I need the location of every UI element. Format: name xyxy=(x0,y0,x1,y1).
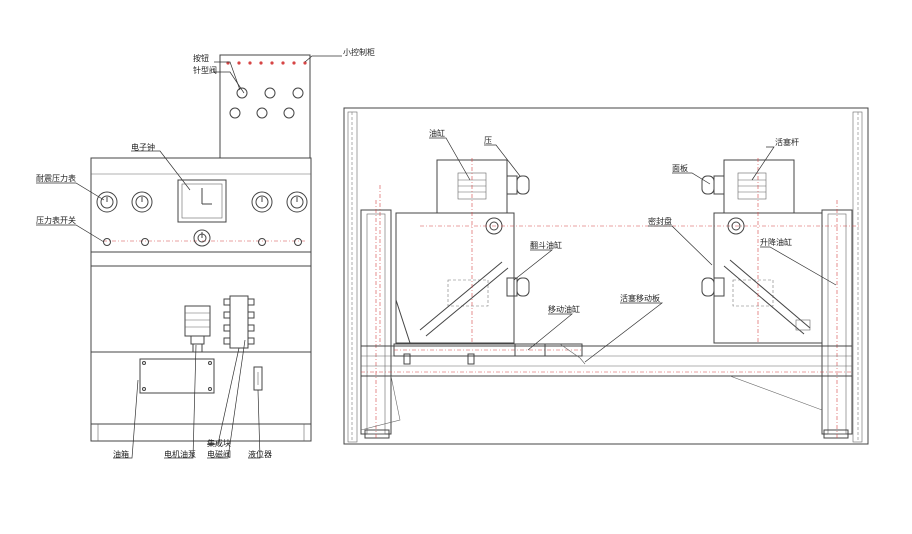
label-seal-disc: 密封盘 xyxy=(648,216,672,226)
button-indicator[interactable] xyxy=(237,61,241,65)
gauge-switches xyxy=(103,229,302,247)
label-motor-pump: 电机油泵 xyxy=(164,449,196,459)
level-gauge-device xyxy=(253,366,263,391)
electronic-clock xyxy=(177,179,227,223)
label-small-control-cabinet: 小控制柜 xyxy=(343,47,375,57)
label-move-cylinder: 移动油缸 xyxy=(548,304,580,314)
needle-valve-knob[interactable] xyxy=(292,87,304,99)
pressure-gauge xyxy=(96,191,118,213)
label-pressure-head: 压 xyxy=(484,136,492,145)
lift-post-left xyxy=(360,200,392,440)
button-indicator[interactable] xyxy=(248,61,252,65)
label-level-gauge: 液位器 xyxy=(248,449,272,459)
needle-valve-knob[interactable] xyxy=(283,107,295,119)
button-indicator[interactable] xyxy=(292,61,296,65)
label-piston-rod: 活塞杆 xyxy=(775,137,799,147)
label-lift-cylinder: 升降油缸 xyxy=(760,237,792,247)
lift-post-right xyxy=(821,200,853,440)
manifold-block-stack xyxy=(223,295,255,349)
needle-valve-knob[interactable] xyxy=(256,107,268,119)
label-pressure-gauge: 耐震压力表 xyxy=(36,173,76,183)
needle-valve-knob[interactable] xyxy=(264,87,276,99)
main-selector-knob[interactable] xyxy=(193,229,211,247)
left-leader-lines xyxy=(36,55,342,459)
label-tilt-cylinder: 翻斗油缸 xyxy=(530,240,562,250)
label-needle-valve: 针型阀 xyxy=(193,65,217,75)
button-indicator[interactable] xyxy=(303,61,307,65)
diagram-labels: 按钮 针型阀 小控制柜 电子钟 耐震压力表 压力表开关 油箱 电机油泵 集成块 … xyxy=(36,47,799,459)
test-bench-frame xyxy=(343,107,869,445)
button-row xyxy=(226,61,307,65)
pressure-gauge xyxy=(251,191,273,213)
label-gauge-switch: 压力表开关 xyxy=(36,215,76,225)
label-solenoid-valve: 电磁阀 xyxy=(207,449,231,459)
label-button: 按钮 xyxy=(193,53,209,63)
gauge-switch-knob[interactable] xyxy=(258,238,266,246)
main-cabinet-body xyxy=(90,157,312,442)
small-control-box xyxy=(219,54,311,159)
label-manifold-block: 集成块 xyxy=(207,438,231,448)
button-indicator[interactable] xyxy=(270,61,274,65)
pressure-gauges xyxy=(96,191,308,213)
label-cylinder: 油缸 xyxy=(429,128,445,138)
needle-valve-knob[interactable] xyxy=(236,87,248,99)
motor-pump-unit xyxy=(184,305,211,353)
base-beams xyxy=(360,345,853,431)
pressure-gauge xyxy=(286,191,308,213)
button-indicator[interactable] xyxy=(281,61,285,65)
right-leader-lines xyxy=(429,137,837,363)
label-face-plate: 面板 xyxy=(672,163,688,173)
gauge-switch-knob[interactable] xyxy=(103,238,111,246)
label-carriage-plate: 活塞移动板 xyxy=(620,293,660,303)
label-oil-tank: 油箱 xyxy=(113,449,129,459)
right-platen-assembly xyxy=(701,158,823,344)
carriage-rail xyxy=(393,343,586,365)
gauge-switch-knob[interactable] xyxy=(141,238,149,246)
control-cabinet xyxy=(36,54,342,459)
needle-valve-knob[interactable] xyxy=(229,107,241,119)
gauge-switch-knob[interactable] xyxy=(294,238,302,246)
needle-valve-knobs xyxy=(229,87,304,119)
pressure-gauge xyxy=(131,191,153,213)
button-indicator[interactable] xyxy=(259,61,263,65)
left-platen-assembly xyxy=(379,158,860,345)
oil-tank-cover xyxy=(139,358,215,394)
label-electronic-clock: 电子钟 xyxy=(131,142,155,152)
